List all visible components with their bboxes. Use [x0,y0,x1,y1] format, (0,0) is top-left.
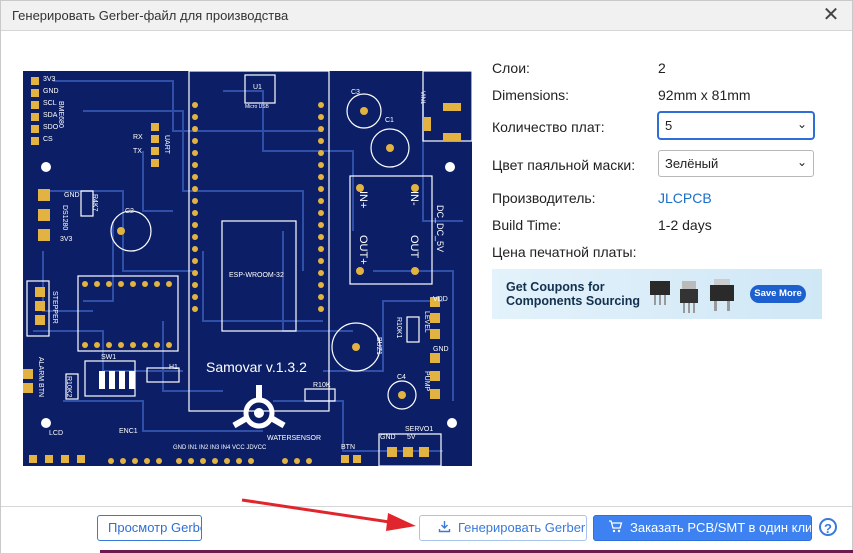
silk-level: LEVEL [423,311,430,333]
silk-enc: ENC1 [119,428,138,435]
silk-r10k1: R10K1 [395,317,402,339]
preview-gerber-label: Просмотр Gerber [108,520,202,535]
silk-5v: 5V [407,434,416,441]
background-strip [100,550,853,553]
banner-title: Get Coupons for Components Sourcing [506,280,641,308]
annotation-arrow-icon [241,498,416,531]
chevron-down-icon: ⌄ [796,117,807,131]
silk-stepper: STEPPER [51,291,58,324]
silk-in-plus: IN+ [357,191,369,208]
silk-board-name: Samovar v.1.3.2 [206,359,307,375]
silk-pump: PUMP [423,371,430,392]
download-icon [438,517,452,540]
silk-out-plus: OUT+ [357,235,369,265]
silk-watersensor: WATERSENSOR [267,435,321,442]
pcb-price-label: Цена печатной платы: [492,244,637,260]
pcb-logo [232,385,286,429]
silk-3v3-ds: 3V3 [60,236,73,243]
quantity-value: 5 [665,118,673,133]
generate-gerber-label: Генерировать Gerber [458,520,586,535]
silk-vin1: VIN1 [419,91,425,105]
silk-bme: BME680 [57,101,64,128]
silk-relay-pins: GND IN1 IN2 IN3 IN4 VCC JDVCC [173,445,267,451]
silk-u1: U1 [253,84,262,91]
silk-h1: H1 [169,364,178,371]
silk-c1: C1 [385,117,394,124]
silk-micro-usb: Micro USB [245,104,270,110]
preview-gerber-button[interactable]: Просмотр Gerber [97,515,202,541]
silk-r10k2: R10K2 [65,376,72,398]
silk-gnd-ds: GND [64,192,80,199]
silk-sda: SDA [43,112,58,119]
silk-sw1: SW1 [101,354,116,361]
silk-out-minus: OUT [408,235,420,259]
silk-lcd: LCD [49,430,63,437]
silk-uart: UART [163,135,170,155]
silk-btn: BTN [341,444,355,451]
close-icon[interactable]: ✕ [822,4,840,26]
silk-cs: CS [43,136,53,143]
solder-mask-label: Цвет паяльной маски: [492,157,636,173]
components-image [650,279,734,313]
solder-mask-select[interactable]: Зелёный ⌄ [658,150,814,177]
silk-sdo: SDO [43,124,59,131]
silk-dcdc: DC_DC_5V [435,205,445,252]
dimensions-label: Dimensions: [492,87,570,103]
silk-scl: SCL [43,100,57,107]
build-time-value: 1-2 days [658,217,712,233]
quantity-select[interactable]: 5 ⌄ [658,112,814,139]
dialog-footer: Просмотр Gerber Генерировать Gerber Зака… [1,506,852,553]
layers-label: Слои: [492,60,530,76]
silk-buz: BUZ1 [375,337,382,355]
chevron-down-icon: ⌄ [796,155,807,169]
build-time-label: Build Time: [492,217,562,233]
silk-in-minus: IN- [408,191,420,206]
pcb-preview: U1 Micro USB C3 C1 C2 C4 ESP-WROOM-32 Sa… [23,71,472,466]
coupon-banner[interactable]: Get Coupons for Components Sourcing Save… [492,269,822,319]
silk-tx: TX [133,148,142,155]
dimensions-value: 92mm x 81mm [658,87,751,103]
silk-ds: DS1280 [61,205,68,230]
silk-gnd: GND [43,88,59,95]
order-pcb-label: Заказать PCB/SMT в один клик [630,520,812,535]
save-more-button[interactable]: Save More [750,285,806,303]
dialog-titlebar: Генерировать Gerber-файл для производств… [1,1,852,31]
silk-c2: C2 [125,208,134,215]
silk-r4k7: R4K7 [91,194,98,212]
silk-gnd-servo: GND [380,434,396,441]
pcb-pad-rows [41,102,457,464]
silk-rx: RX [133,134,143,141]
manufacturer-link[interactable]: JLCPCB [658,190,712,206]
silk-gnd-level: GND [433,346,449,353]
silk-r10k: R10K [313,382,331,389]
generate-gerber-button[interactable]: Генерировать Gerber [419,515,587,541]
layers-value: 2 [658,60,666,76]
manufacturer-label: Производитель: [492,190,596,206]
dialog-title: Генерировать Gerber-файл для производств… [12,8,289,23]
solder-mask-value: Зелёный [665,156,719,171]
silk-c3: C3 [351,89,360,96]
order-pcb-button[interactable]: Заказать PCB/SMT в один клик [593,515,812,541]
silk-3v3: 3V3 [43,76,56,83]
silk-alarm: ALARM BTN [37,357,44,397]
cart-icon [608,517,624,540]
silk-esp: ESP-WROOM-32 [229,272,284,279]
silk-vdd: VDD [433,296,448,303]
silk-c4: C4 [397,374,406,381]
help-icon[interactable]: ? [819,518,837,536]
quantity-label: Количество плат: [492,119,605,135]
pcb-pads [23,77,461,463]
silk-servo: SERVO1 [405,426,433,433]
